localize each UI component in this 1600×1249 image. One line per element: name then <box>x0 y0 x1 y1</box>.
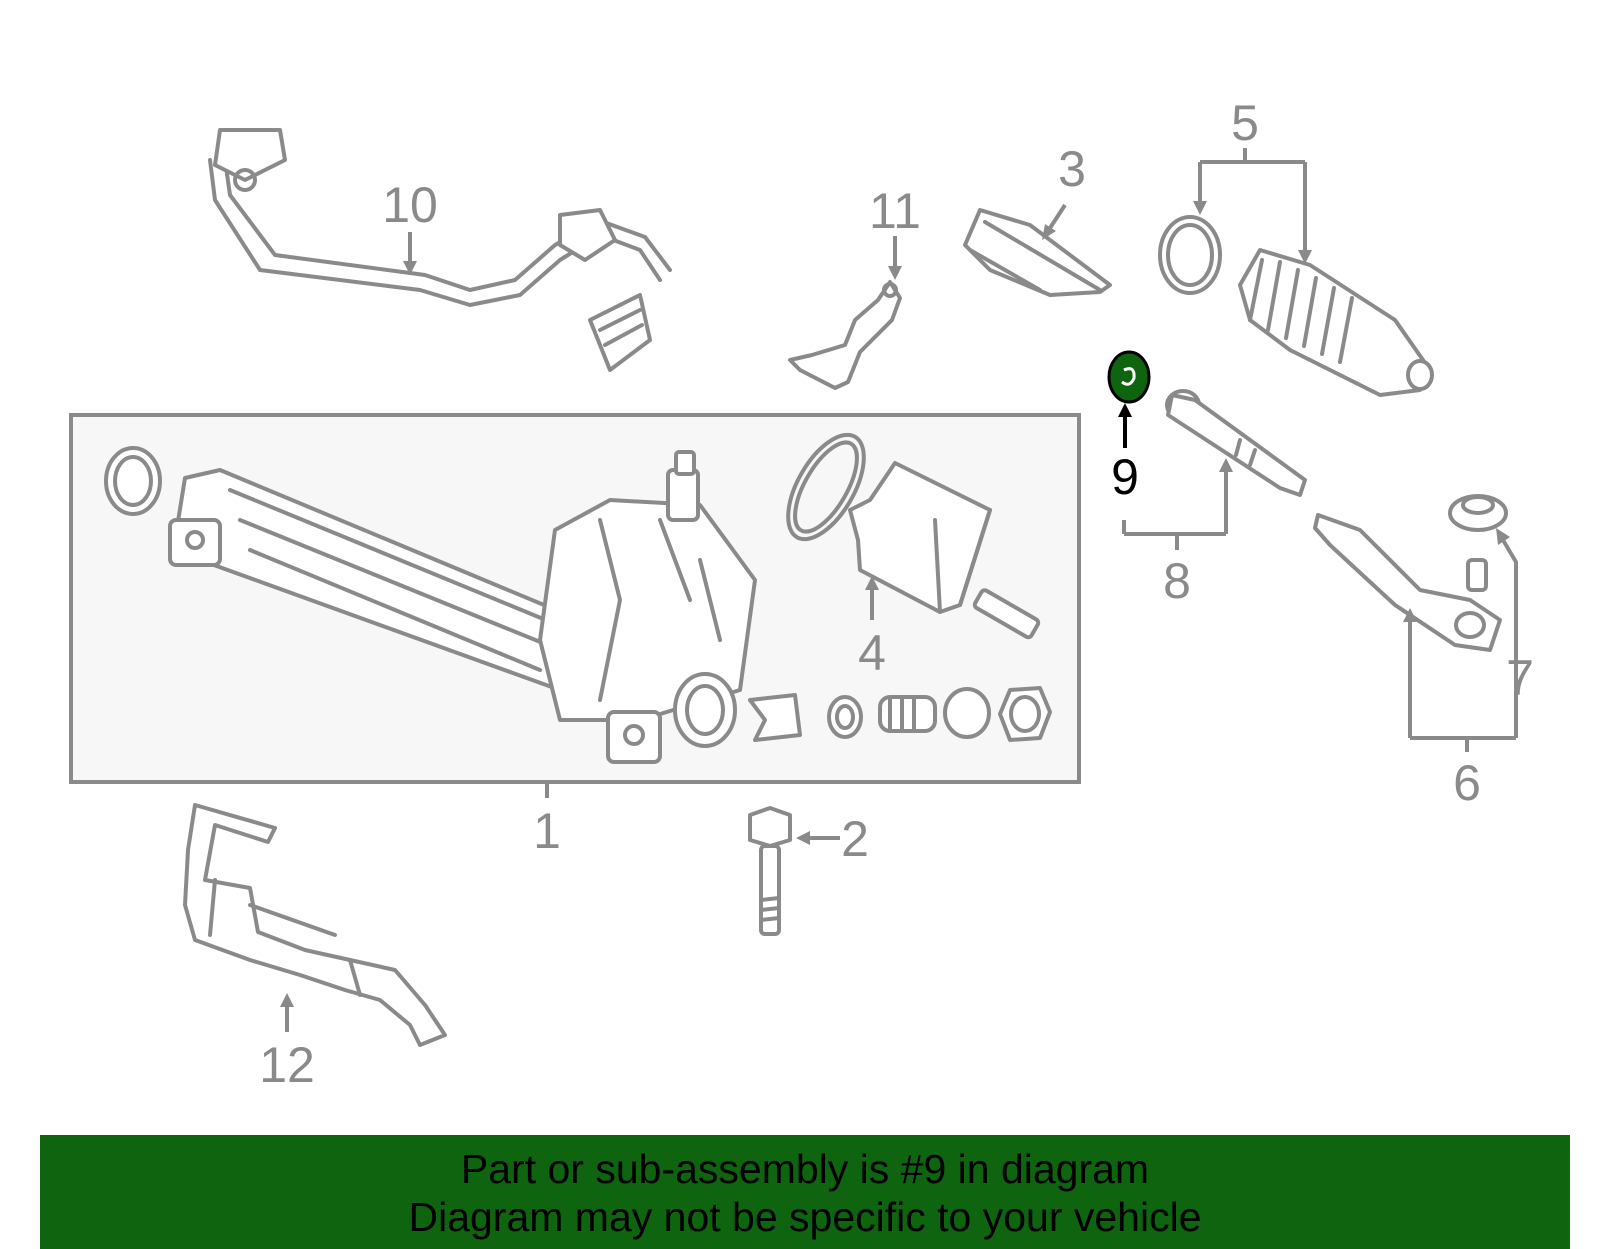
leader-10 <box>403 232 417 275</box>
callout-12: 12 <box>259 1037 315 1093</box>
info-banner: Part or sub-assembly is #9 in diagram Di… <box>40 1135 1570 1249</box>
part-2-bolt[interactable] <box>748 806 792 936</box>
part-12-heat-shield[interactable] <box>183 803 447 1047</box>
leader-3 <box>1042 203 1067 240</box>
leader-12 <box>280 993 294 1032</box>
callout-9: 9 <box>1111 449 1139 505</box>
leader-8 <box>1122 458 1233 550</box>
part-9-lock-washer[interactable] <box>1107 350 1151 404</box>
callout-6: 6 <box>1453 755 1481 811</box>
banner-line-part: Part or sub-assembly is #9 in diagram <box>460 1146 1150 1192</box>
leader-6 <box>1403 608 1516 752</box>
callout-11: 11 <box>869 183 921 239</box>
part-3-cover[interactable] <box>963 208 1112 297</box>
leader-9 <box>1118 403 1132 448</box>
callout-3: 3 <box>1058 141 1086 197</box>
callout-10: 10 <box>382 177 438 233</box>
part-10-pipe[interactable] <box>208 128 672 372</box>
callout-4: 4 <box>858 625 886 681</box>
part-4-housing[interactable] <box>773 423 1041 640</box>
part-6-tie-rod-end[interactable] <box>1313 513 1502 652</box>
leader-5 <box>1193 148 1312 264</box>
banner-line-disclaimer: Diagram may not be specific to your vehi… <box>408 1194 1202 1240</box>
part-7-nut[interactable] <box>1448 494 1508 532</box>
leader-2 <box>796 831 840 845</box>
leader-11 <box>888 236 902 280</box>
callout-5: 5 <box>1231 95 1259 151</box>
callout-2: 2 <box>841 811 869 867</box>
part-8-inner-tie-rod[interactable] <box>1165 389 1307 497</box>
part-5-boot[interactable] <box>1158 215 1434 397</box>
part-1-steering-rack[interactable] <box>104 446 1052 764</box>
leader-7 <box>1496 528 1518 738</box>
callout-1: 1 <box>533 803 561 859</box>
callout-7: 7 <box>1506 650 1534 706</box>
leader-4 <box>865 576 879 620</box>
callout-8: 8 <box>1163 553 1191 609</box>
part-11-bracket[interactable] <box>788 280 902 390</box>
